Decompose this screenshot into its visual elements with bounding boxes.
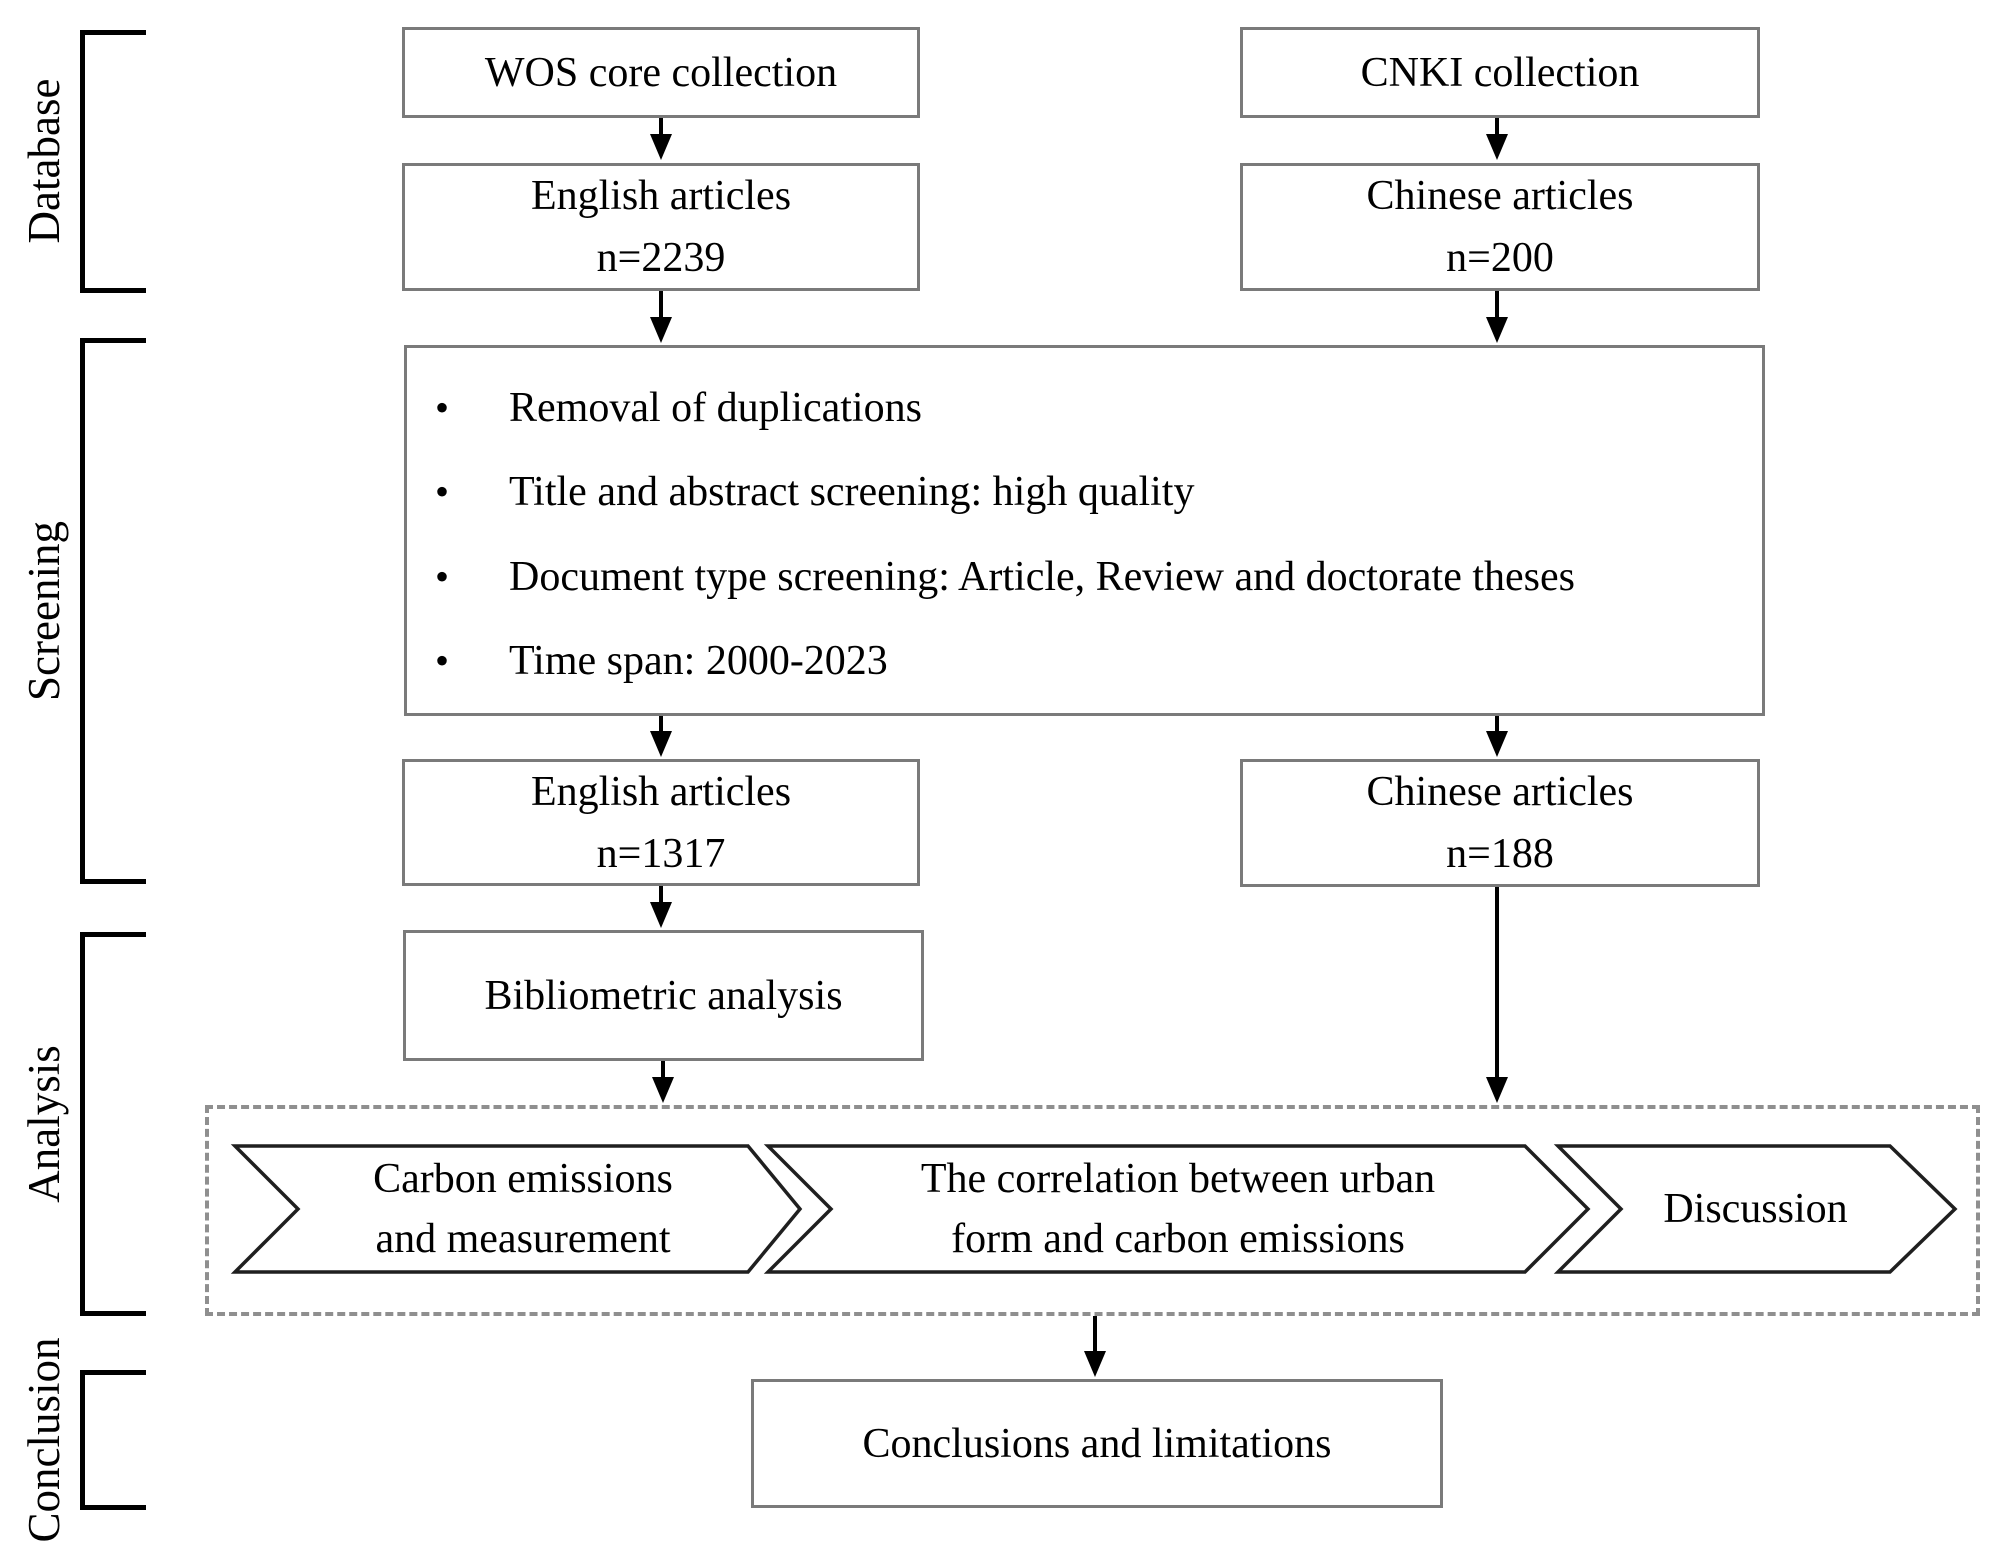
box-english-initial-count: n=2239	[596, 235, 726, 281]
chevron-label-line: and measurement	[375, 1216, 671, 1262]
database-stage-bracket	[80, 30, 146, 293]
screening-criterion-row: • Document type screening: Article, Revi…	[435, 553, 1742, 601]
box-english-initial-title: English articles	[530, 173, 792, 219]
box-conclusions-limitations: Conclusions and limitations	[751, 1379, 1443, 1508]
chevron-label-line: Discussion	[1663, 1186, 1848, 1232]
bullet-icon: •	[435, 469, 450, 515]
stage-label-conclusion: Conclusion	[19, 1337, 69, 1543]
bullet-icon: •	[435, 553, 450, 599]
chevron-correlation-label: The correlation between urban form and c…	[831, 1146, 1525, 1272]
box-chinese-initial-title: Chinese articles	[1366, 173, 1634, 219]
analysis-stage-bracket	[80, 932, 146, 1316]
box-chinese-screened-count: n=188	[1446, 831, 1554, 877]
stage-label-analysis: Analysis	[19, 1045, 69, 1203]
chevron-carbon-emissions-label: Carbon emissions and measurement	[298, 1146, 748, 1272]
bullet-icon: •	[435, 637, 450, 683]
screening-criterion-row: • Title and abstract screening: high qua…	[435, 468, 1742, 516]
box-chinese-articles-initial: Chinese articles n=200	[1240, 163, 1760, 291]
box-conclusions-title: Conclusions and limitations	[862, 1420, 1332, 1467]
chevron-discussion-label: Discussion	[1621, 1146, 1890, 1272]
stage-label-screening: Screening	[19, 521, 69, 701]
box-chinese-screened-title: Chinese articles	[1366, 769, 1634, 815]
box-wos-core-collection: WOS core collection	[402, 27, 920, 118]
bullet-icon: •	[435, 385, 450, 430]
chevron-label-line: Carbon emissions	[373, 1156, 673, 1202]
screening-criterion-text: Removal of duplications	[509, 385, 922, 431]
box-cnki-collection: CNKI collection	[1240, 27, 1760, 118]
analysis-dashed-container	[205, 1105, 1980, 1316]
box-english-screened-count: n=1317	[596, 830, 726, 877]
chevron-label-line: form and carbon emissions	[951, 1216, 1405, 1262]
conclusion-stage-bracket	[80, 1370, 146, 1510]
box-cnki-title: CNKI collection	[1360, 49, 1640, 96]
screening-criterion-text: Document type screening: Article, Review…	[509, 553, 1575, 600]
screening-criterion-text: Title and abstract screening: high quali…	[509, 469, 1195, 516]
box-english-screened-title: English articles	[530, 768, 792, 815]
box-screening-criteria: • Removal of duplications • Title and ab…	[404, 345, 1765, 716]
box-english-articles-screened: English articles n=1317	[402, 759, 920, 886]
chevron-label-line: The correlation between urban	[920, 1156, 1436, 1202]
screening-criterion-row: • Time span: 2000-2023	[435, 637, 1742, 685]
box-bibliometric-analysis: Bibliometric analysis	[403, 930, 924, 1061]
screening-criterion-row: • Removal of duplications	[435, 384, 1742, 432]
stage-label-database: Database	[19, 78, 69, 244]
box-chinese-initial-count: n=200	[1446, 235, 1554, 281]
box-chinese-articles-screened: Chinese articles n=188	[1240, 759, 1760, 887]
box-wos-title: WOS core collection	[484, 49, 838, 96]
box-bibliometric-title: Bibliometric analysis	[484, 972, 843, 1019]
box-english-articles-initial: English articles n=2239	[402, 163, 920, 291]
screening-criterion-text: Time span: 2000-2023	[509, 637, 888, 684]
screening-stage-bracket	[80, 338, 146, 884]
